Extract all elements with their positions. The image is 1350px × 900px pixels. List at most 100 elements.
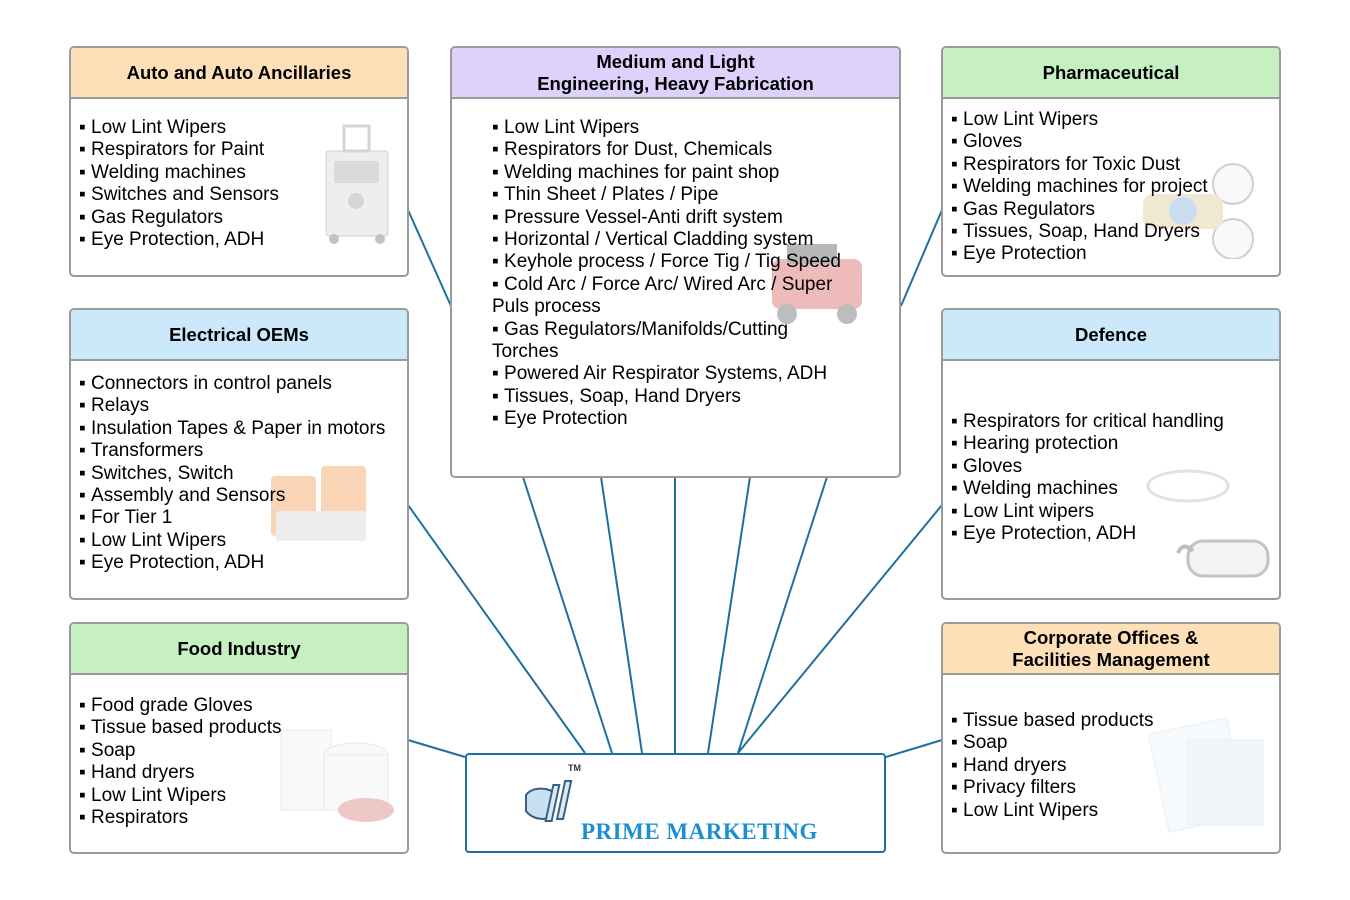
sector-item: Low Lint Wipers (492, 117, 859, 139)
sector-card-electrical: Electrical OEMs Connectors in control pa… (69, 308, 409, 600)
sector-title: Pharmaceutical (1042, 61, 1180, 83)
connector-food (407, 739, 466, 758)
sector-item: Eye Protection, ADH (79, 552, 399, 574)
sector-header-pharma: Pharmaceutical (943, 48, 1279, 99)
sector-title-line1: Corporate Offices & (1023, 626, 1199, 648)
sector-item: Low Lint Wipers (951, 109, 1271, 131)
sector-item: Hearing protection (951, 433, 1271, 455)
sector-item: Gas Regulators/Manifolds/Cutting Torches (492, 319, 859, 364)
sector-item-list: Tissue based products Soap Hand dryers P… (951, 710, 1271, 822)
sector-item: Switches and Sensors (79, 184, 399, 206)
sector-item-list: Food grade Gloves Tissue based products … (79, 695, 399, 829)
sector-card-pharma: Pharmaceutical Low Lint Wipers Gloves Re… (941, 46, 1281, 277)
sector-header-engineering: Medium and Light Engineering, Heavy Fabr… (452, 48, 899, 99)
sector-item: Low Lint Wipers (79, 117, 399, 139)
sector-item: Tissues, Soap, Hand Dryers (492, 386, 859, 408)
sector-body-corporate: Tissue based products Soap Hand dryers P… (943, 675, 1279, 833)
sector-item: Cold Arc / Force Arc/ Wired Arc / Super … (492, 274, 859, 319)
sector-item: Connectors in control panels (79, 373, 399, 395)
sector-title-line2: Engineering, Heavy Fabrication (537, 72, 814, 94)
sector-body-food: Food grade Gloves Tissue based products … (71, 675, 407, 829)
brand-name: PRIME MARKETING (581, 819, 818, 844)
connector-engineering-2 (600, 476, 643, 754)
sector-item: Low Lint Wipers (951, 800, 1271, 822)
sector-item: Hand dryers (79, 762, 399, 784)
sector-body-electrical: Connectors in control panels Relays Insu… (71, 361, 407, 575)
sector-item: Privacy filters (951, 777, 1271, 799)
sector-item: Respirators for critical handling (951, 411, 1271, 433)
connector-defence (737, 504, 943, 754)
sector-card-corporate: Corporate Offices & Facilities Managemen… (941, 622, 1281, 854)
sector-body-auto: Low Lint Wipers Respirators for Paint We… (71, 99, 407, 251)
sector-card-engineering: Medium and Light Engineering, Heavy Fabr… (450, 46, 901, 478)
sector-item: Soap (951, 732, 1271, 754)
sector-item: Eye Protection, ADH (79, 229, 399, 251)
sector-card-food: Food Industry Food grade Gloves Tissue b… (69, 622, 409, 854)
sector-card-defence: Defence Respirators for critical handlin… (941, 308, 1281, 600)
sector-item: Respirators for Toxic Dust (951, 154, 1271, 176)
sector-item: Welding machines for paint shop (492, 162, 859, 184)
sector-header-corporate: Corporate Offices & Facilities Managemen… (943, 624, 1279, 675)
sector-item: Gloves (951, 131, 1271, 153)
sector-item: Horizontal / Vertical Cladding system (492, 229, 859, 251)
sector-item: Tissues, Soap, Hand Dryers (951, 221, 1271, 243)
sector-item: Switches, Switch (79, 463, 399, 485)
connector-auto (407, 209, 452, 307)
sector-item: Eye Protection, ADH (951, 523, 1271, 545)
sector-item: Transformers (79, 440, 399, 462)
sector-item: Thin Sheet / Plates / Pipe (492, 184, 859, 206)
sector-title: Food Industry (177, 637, 301, 659)
sector-item-list: Low Lint Wipers Respirators for Paint We… (79, 117, 399, 251)
connector-corporate (885, 739, 943, 758)
connector-engineering-4 (707, 476, 751, 754)
sector-item: Welding machines for project (951, 176, 1271, 198)
pm-logo-icon (525, 780, 573, 822)
connector-pharma (900, 209, 943, 307)
sector-item: Powered Air Respirator Systems, ADH (492, 363, 859, 385)
sector-item: Tissue based products (951, 710, 1271, 732)
sector-body-defence: Respirators for critical handling Hearin… (943, 361, 1279, 578)
sector-item: Respirators (79, 807, 399, 829)
sector-body-pharma: Low Lint Wipers Gloves Respirators for T… (943, 99, 1279, 266)
sector-title-line1: Medium and Light (596, 50, 755, 72)
sector-item: Food grade Gloves (79, 695, 399, 717)
sector-body-engineering: Low Lint Wipers Respirators for Dust, Ch… (452, 99, 899, 431)
sector-item-list: Connectors in control panels Relays Insu… (79, 373, 399, 575)
trademark-label: TM (568, 763, 581, 773)
sector-item: For Tier 1 (79, 507, 399, 529)
sector-header-electrical: Electrical OEMs (71, 310, 407, 361)
sector-item: Respirators for Dust, Chemicals (492, 139, 859, 161)
connector-electrical (407, 504, 586, 754)
sector-item-list: Respirators for critical handling Hearin… (951, 411, 1271, 545)
sector-item: Gloves (951, 456, 1271, 478)
sector-title-line2: Facilities Management (1012, 648, 1210, 670)
sector-item: Soap (79, 740, 399, 762)
sector-header-food: Food Industry (71, 624, 407, 675)
connector-engineering-1 (522, 476, 613, 754)
sector-header-defence: Defence (943, 310, 1279, 361)
sector-item: Gas Regulators (951, 199, 1271, 221)
sector-title: Defence (1075, 323, 1147, 345)
connector-engineering-5 (737, 476, 828, 754)
sector-item: Gas Regulators (79, 207, 399, 229)
sector-item: Low Lint Wipers (79, 785, 399, 807)
sector-item: Pressure Vessel-Anti drift system (492, 207, 859, 229)
sector-item: Relays (79, 395, 399, 417)
sector-item: Keyhole process / Force Tig / Tig Speed (492, 251, 859, 273)
sector-item: Respirators for Paint (79, 139, 399, 161)
sector-item-list: Low Lint Wipers Respirators for Dust, Ch… (492, 117, 859, 431)
sector-item: Low Lint Wipers (79, 530, 399, 552)
prime-marketing-logo-box: TM PRIME MARKETING (465, 753, 886, 853)
sector-header-auto: Auto and Auto Ancillaries (71, 48, 407, 99)
sector-card-auto: Auto and Auto Ancillaries Low Lint Wiper… (69, 46, 409, 277)
sector-item: Welding machines (951, 478, 1271, 500)
sector-item: Hand dryers (951, 755, 1271, 777)
sector-item-list: Low Lint Wipers Gloves Respirators for T… (951, 109, 1271, 266)
sector-item: Insulation Tapes & Paper in motors (79, 418, 399, 440)
sector-item: Assembly and Sensors (79, 485, 399, 507)
sector-title: Electrical OEMs (169, 323, 309, 345)
sector-title: Auto and Auto Ancillaries (126, 61, 352, 83)
sector-item: Low Lint wipers (951, 501, 1271, 523)
sector-item: Tissue based products (79, 717, 399, 739)
